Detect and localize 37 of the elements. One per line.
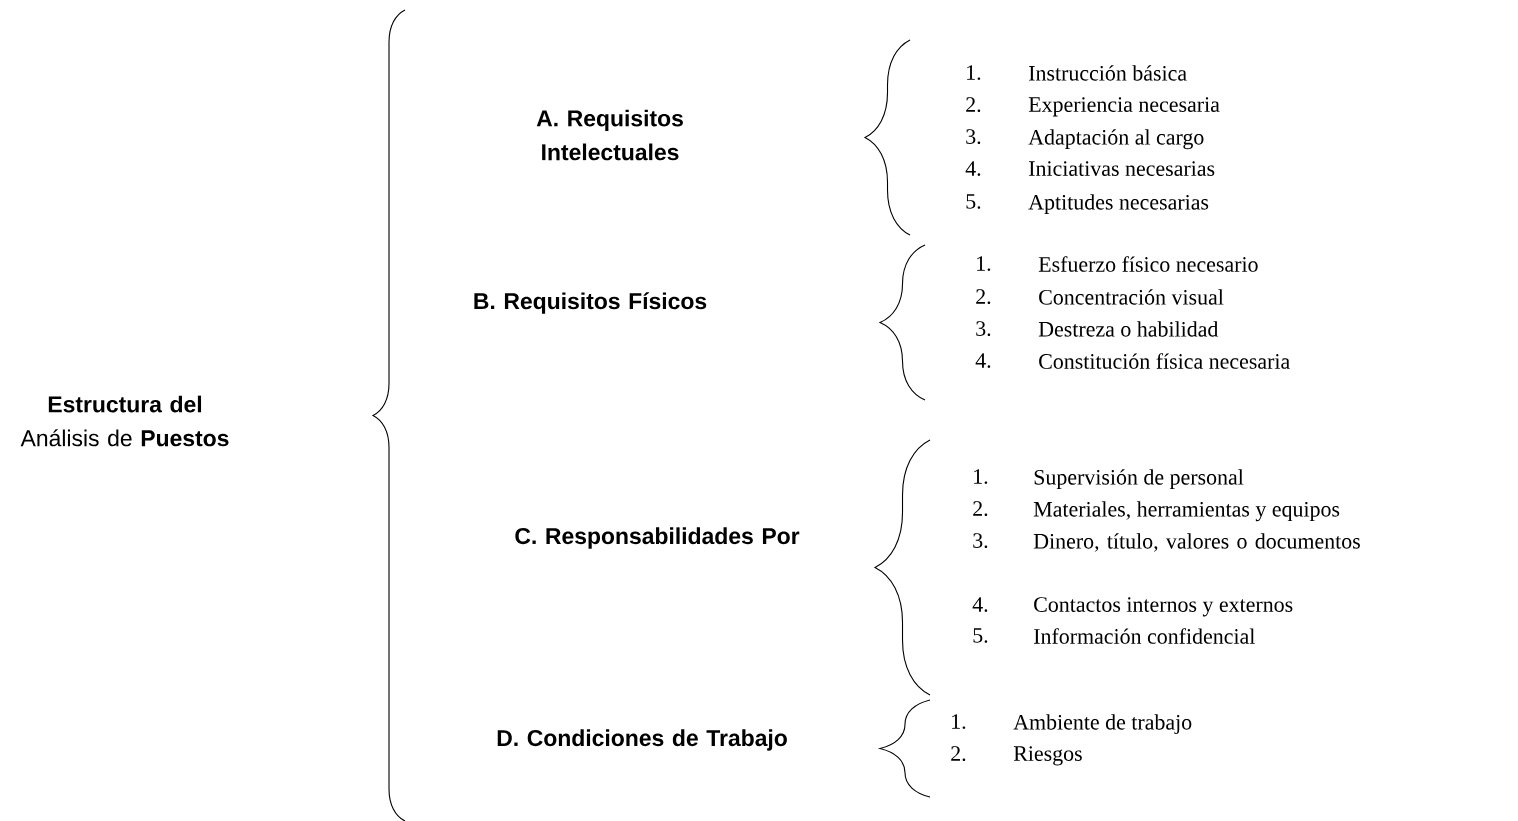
list-item: Dinero, título, valores o documentos <box>1033 533 1360 552</box>
list-number: 2. <box>976 289 991 305</box>
category-label: B. Requisitos Físicos <box>474 292 707 314</box>
list-number: 3. <box>973 533 988 549</box>
heading-text: Estructura del Análisis de Puestos <box>20 395 229 447</box>
list-item: Contactos internos y externos <box>1034 597 1293 617</box>
list-item: Constitución física necesaria <box>1039 353 1290 369</box>
list-item: Adaptación al cargo <box>1028 129 1204 150</box>
list-number: 1. <box>967 65 981 80</box>
list-item: Experiencia necesaria <box>1028 97 1220 117</box>
list-number: 1. <box>977 256 991 271</box>
list-item: Información confidencial <box>1034 628 1255 644</box>
list-item: Riesgos <box>1013 746 1082 766</box>
list-number: 2. <box>973 501 988 517</box>
list-number: 2. <box>951 746 966 762</box>
list-number: 5. <box>973 628 988 643</box>
list-number: 3. <box>976 321 991 337</box>
list-item: Ambiente de trabajo <box>1013 714 1192 735</box>
list-number: 1. <box>974 469 988 484</box>
list-item: Instrucción básica <box>1029 65 1187 81</box>
category-label: A. Requisitos Intelectuales <box>536 109 683 161</box>
list-item: Destreza o habilidad <box>1038 321 1219 337</box>
list-number: 4. <box>972 597 988 612</box>
list-number: 4. <box>975 353 991 368</box>
list-item: Concentración visual <box>1039 289 1224 305</box>
category-label: C. Responsabilidades Por <box>515 527 800 549</box>
list-number: 4. <box>965 161 981 176</box>
list-number: 1. <box>952 714 966 729</box>
list-item: Supervisión de personal <box>1034 469 1244 490</box>
list-number: 5. <box>966 194 981 209</box>
list-item: Iniciativas necesarias <box>1029 161 1215 176</box>
list-item: Aptitudes necesarias <box>1028 194 1209 215</box>
list-item: Materiales, herramientas y equipos <box>1033 501 1340 522</box>
list-item: Esfuerzo físico necesario <box>1038 256 1258 272</box>
list-number: 3. <box>966 129 981 145</box>
category-label: D. Condiciones de Trabajo <box>497 729 787 751</box>
list-number: 2. <box>966 97 981 112</box>
